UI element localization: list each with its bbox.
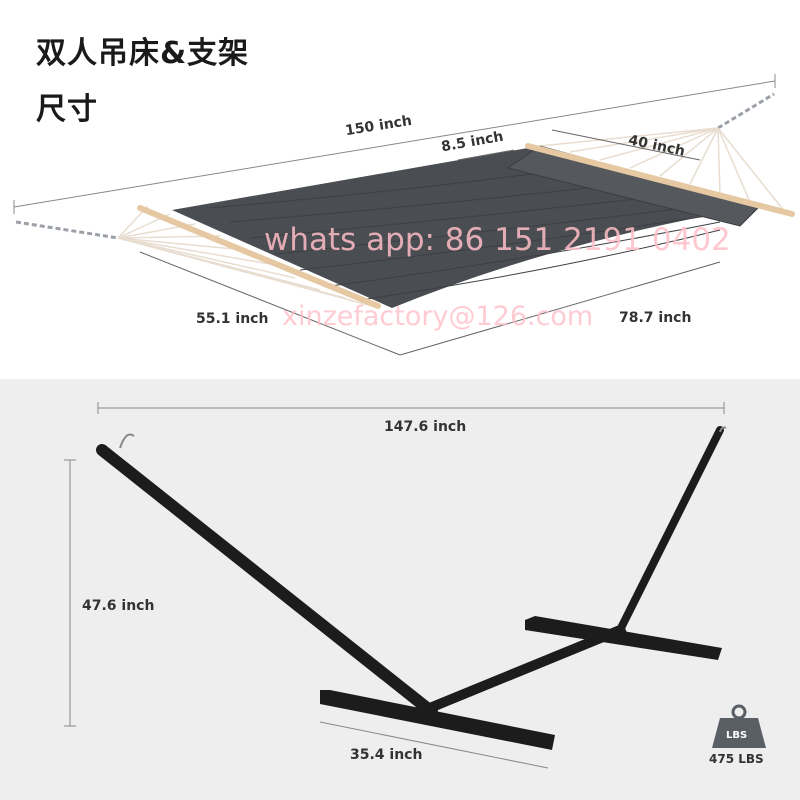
capacity-label: 475 LBS [709, 752, 764, 766]
weight-icon [712, 704, 766, 748]
dim-bed-length: 78.7 inch [619, 310, 692, 326]
dim-bed-width: 55.1 inch [196, 311, 269, 327]
lbs-badge: LBS [726, 730, 748, 741]
watermark-email: xinzefactory@126.com [282, 301, 594, 332]
stand-drawing [64, 402, 727, 769]
hammock-drawing [13, 74, 795, 356]
title-line-1: 双人吊床&支架 [36, 36, 250, 71]
stand-panel [0, 379, 800, 800]
title-line-2: 尺寸 [36, 92, 98, 127]
watermark-phone: whats app: 86 151 2191 0402 [264, 222, 731, 258]
dim-stand-length: 147.6 inch [384, 419, 467, 435]
dim-base-width: 35.4 inch [350, 747, 423, 763]
dim-stand-height: 47.6 inch [82, 598, 155, 614]
